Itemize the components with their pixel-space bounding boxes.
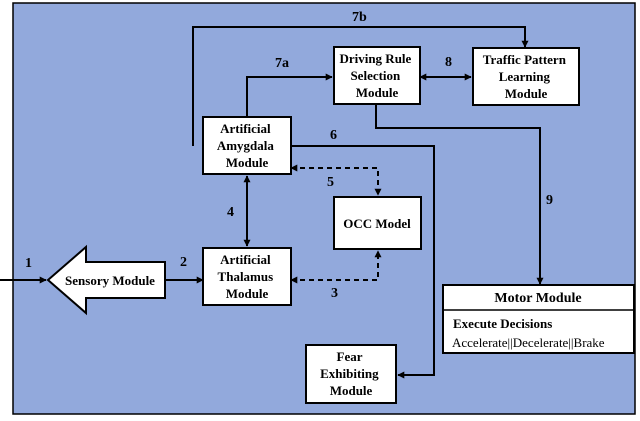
edge-7a [246, 73, 333, 116]
traffic-pattern-label-line-2: Learning [499, 69, 551, 84]
amygdala-module-node: Artificial Amygdala Module [202, 116, 292, 175]
motor-module-subtitle: Execute Decisions [453, 316, 552, 331]
thalamus-module-box [202, 247, 292, 306]
thalamus-label-line-3: Module [226, 286, 269, 301]
svg-text:Execute Decisions: Execute Decisions [453, 316, 552, 331]
sensory-module-label: Sensory Module [65, 273, 155, 288]
edge-label-7b: 7b [352, 10, 367, 25]
traffic-pattern-label-line-3: Module [505, 86, 548, 101]
motor-module-node: Motor Module Execute Decisions Accelerat… [442, 284, 635, 354]
edge-7b [192, 26, 529, 146]
edge-label-8: 8 [445, 55, 452, 70]
traffic-pattern-label-line-1: Traffic Pattern [483, 52, 567, 67]
thalamus-label-line-2: Thalamus [218, 269, 274, 284]
thalamus-module-node: Artificial Thalamus Module [202, 247, 292, 306]
amygdala-module-box [202, 116, 292, 175]
traffic-pattern-module-box [472, 47, 580, 106]
svg-text:OCC Model: OCC Model [343, 216, 411, 231]
svg-text:Fear Exhibiting Mo: Fear Exhibiting Module [320, 349, 382, 398]
fear-exhibiting-module-box [305, 344, 397, 404]
svg-text:Sensory Module: Sensory Module [65, 273, 155, 288]
motor-module-box [442, 284, 635, 354]
amygdala-label-line-1: Artificial [220, 121, 271, 136]
edge-3 [290, 250, 382, 284]
svg-text:Accelerate||Decelerate||Brake: Accelerate||Decelerate||Brake [452, 335, 605, 350]
sensory-module-node: Sensory Module [46, 244, 166, 316]
occ-model-box [333, 196, 422, 250]
edge-label-4: 4 [227, 205, 234, 220]
fear-label-line-1: Fear [337, 349, 363, 364]
svg-text:Artificial Amygdala: Artificial Amygdala Module [217, 121, 277, 170]
edge-label-2: 2 [180, 255, 187, 270]
sensory-module-shape [46, 244, 166, 316]
motor-module-actions: Accelerate||Decelerate||Brake [452, 335, 605, 350]
amygdala-label-line-2: Amygdala [217, 138, 275, 153]
driving-rule-module-box [333, 46, 421, 105]
occ-model-label: OCC Model [343, 216, 411, 231]
driving-rule-label-line-1: Driving Rule [339, 51, 411, 66]
svg-text:Driving Rule Selection: Driving Rule Selection Module [339, 51, 414, 100]
occ-model-node: OCC Model [333, 196, 422, 250]
traffic-pattern-module-node: Traffic Pattern Learning Module [472, 47, 580, 106]
driving-rule-module-node: Driving Rule Selection Module [333, 46, 421, 105]
edge-5 [290, 164, 382, 196]
fear-label-line-2: Exhibiting [320, 366, 379, 381]
edge-label-5: 5 [327, 175, 334, 190]
edge-label-6: 6 [330, 128, 337, 143]
thalamus-label-line-1: Artificial [220, 252, 271, 267]
edge-label-3: 3 [331, 286, 338, 301]
motor-module-title: Motor Module [494, 291, 581, 306]
edge-label-9: 9 [546, 193, 553, 208]
fear-exhibiting-module-node: Fear Exhibiting Module [305, 344, 397, 404]
svg-text:Traffic Pattern Learning: Traffic Pattern Learning Module [483, 52, 569, 101]
edge-label-1: 1 [25, 256, 32, 271]
svg-text:Artificial Thalamus: Artificial Thalamus Module [218, 252, 277, 301]
driving-rule-label-line-3: Module [356, 85, 399, 100]
amygdala-label-line-3: Module [226, 155, 269, 170]
driving-rule-label-line-2: Selection [350, 68, 401, 83]
edge-label-7a: 7a [275, 56, 289, 71]
edge-9 [375, 105, 544, 285]
edge-6 [291, 145, 435, 379]
fear-label-line-3: Module [330, 383, 373, 398]
svg-text:Motor Module: Motor Module [494, 291, 581, 306]
